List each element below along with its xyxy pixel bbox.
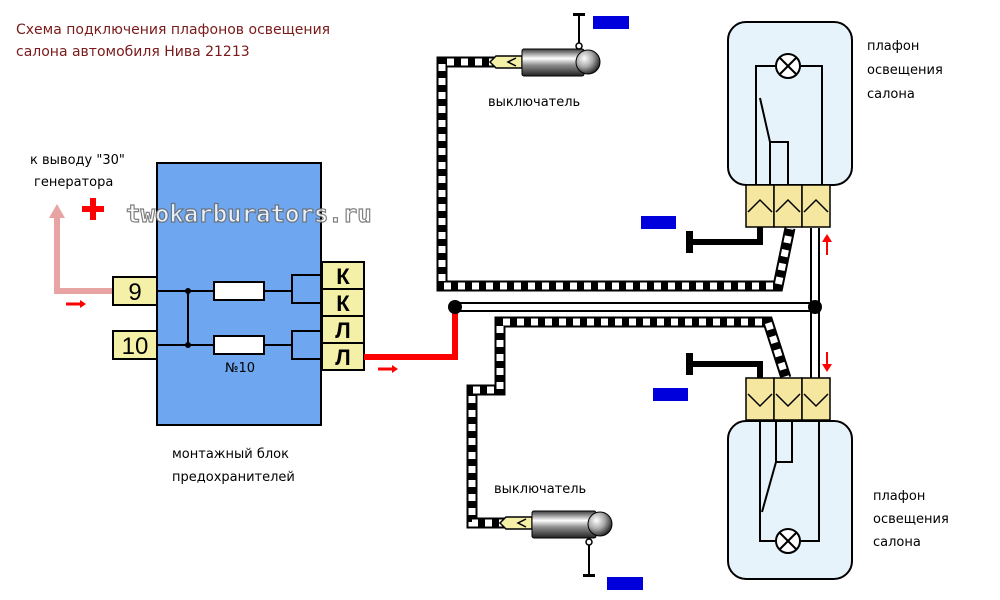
dome-lamp-bottom: плафон освещения салона <box>653 352 949 580</box>
title-line-2: салона автомобиля Нива 21213 <box>16 44 250 60</box>
lamp-switch-contact <box>761 461 777 513</box>
connector-pin <box>773 377 803 421</box>
fuse-block-body <box>156 162 322 426</box>
dome-lamp-top: плафон освещения салона <box>641 21 943 255</box>
generator-wire <box>54 218 113 294</box>
lamp-housing <box>727 21 853 186</box>
diagram-title: Схема подключения плафонов освещения сал… <box>16 22 330 60</box>
ground-wire <box>690 361 763 378</box>
arrow-right-icon <box>392 365 398 373</box>
pin-10-label: 10 <box>122 333 149 360</box>
contact-3-label: Л <box>335 318 350 343</box>
lamp-top-label-line-1: плафон <box>867 39 919 54</box>
lamp-switch-contact <box>759 97 771 143</box>
title-line-1: Схема подключения плафонов освещения <box>16 22 330 38</box>
switch-body <box>531 510 597 539</box>
ground-icon <box>686 231 693 253</box>
lamp-bottom-label-line-2: освещения <box>873 512 949 527</box>
pin-9-box <box>112 276 158 306</box>
connector-pin <box>801 377 831 421</box>
fuse-block: 9 10 №10 К К Л Л монтажный блок предохра… <box>112 162 365 485</box>
generator-arrow-up-icon <box>49 204 65 218</box>
connector-pin <box>801 184 831 228</box>
contact-1-label: К <box>336 264 350 289</box>
pin-9-label: 9 <box>128 279 141 306</box>
ground-wire <box>690 227 763 245</box>
lamp-bottom-label-line-1: плафон <box>873 489 925 504</box>
lamp-top-label-line-2: освещения <box>867 63 943 78</box>
generator-label-line-1: к выводу "30" <box>30 153 125 168</box>
arrow-down-icon <box>822 364 832 372</box>
lamp-housing <box>727 420 853 580</box>
ground-icon <box>686 353 693 375</box>
fuse-element-1 <box>213 281 265 301</box>
connector-pin <box>745 377 775 421</box>
minus-icon <box>607 577 643 590</box>
lamp-bottom-label-line-3: салона <box>873 535 921 550</box>
power-wire <box>364 307 458 373</box>
door-switch-top: выключатель <box>488 13 629 110</box>
minus-icon <box>593 16 629 29</box>
minus-icon <box>641 216 676 229</box>
contact-4-label: Л <box>335 345 350 370</box>
generator-label-line-2: генератора <box>34 175 113 190</box>
connector-pin <box>745 184 775 228</box>
door-switch-bottom: выключатель <box>494 482 643 590</box>
ground-icon <box>583 574 595 577</box>
switch-body <box>521 48 585 77</box>
generator-feed: к выводу "30" генератора <box>30 153 125 308</box>
connector-pin <box>773 184 803 228</box>
fuse-block-label-line-1: монтажный блок <box>172 447 289 462</box>
arrow-right-icon <box>80 300 86 308</box>
contact-2-label: К <box>336 291 350 316</box>
watermark: twokarburators.ru <box>126 200 372 228</box>
pin-10-box <box>112 330 158 360</box>
switch-bottom-label: выключатель <box>494 482 586 497</box>
ground-icon <box>573 13 585 16</box>
main-bus <box>448 228 822 378</box>
fuse-element-10 <box>213 335 265 355</box>
minus-icon <box>653 388 688 401</box>
junction-left <box>448 300 462 314</box>
junction-right <box>808 300 822 314</box>
fuse-block-label-line-2: предохранителей <box>172 470 295 485</box>
switch-top-label: выключатель <box>488 95 580 110</box>
bottom-switch-wire <box>466 316 792 529</box>
fuse-10-label: №10 <box>225 361 255 376</box>
arrow-up-icon <box>822 234 832 242</box>
lamp-top-label-line-3: салона <box>867 87 915 102</box>
top-switch-wire <box>436 56 796 292</box>
